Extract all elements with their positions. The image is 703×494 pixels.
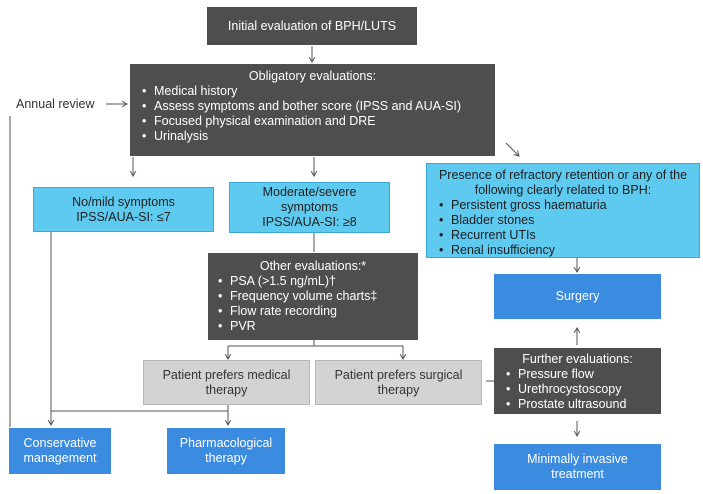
moderate-symptoms-line2: symptoms bbox=[281, 200, 338, 214]
initial-evaluation-text: Initial evaluation of BPH/LUTS bbox=[227, 18, 397, 33]
minimally-invasive-box: Minimally invasive treatment bbox=[494, 444, 661, 490]
conservative-management-text: Conservative management bbox=[23, 436, 97, 465]
surgical-preference-box: Patient prefers surgical therapy bbox=[315, 360, 482, 405]
pharmacological-therapy-text: Pharmacological therapy bbox=[179, 436, 273, 465]
mild-symptoms-line2: IPSS/AUA-SI: ≤7 bbox=[76, 209, 171, 224]
pharmacological-therapy-box: Pharmacological therapy bbox=[167, 428, 285, 474]
obligatory-item: Medical history bbox=[140, 84, 485, 99]
surgery-text: Surgery bbox=[555, 289, 600, 303]
further-list: Pressure flow Urethrocystoscopy Prostate… bbox=[500, 367, 655, 412]
further-item: Prostate ultrasound bbox=[504, 397, 655, 412]
other-item: Frequency volume charts‡ bbox=[216, 289, 410, 304]
refractory-item: Bladder stones bbox=[437, 213, 693, 228]
medical-preference-text: Patient prefers medical therapy bbox=[162, 367, 291, 397]
medical-preference-box: Patient prefers medical therapy bbox=[143, 360, 310, 405]
other-list: PSA (>1.5 ng/mL)† Frequency volume chart… bbox=[216, 274, 410, 334]
moderate-symptoms-box: Moderate/severe symptoms IPSS/AUA-SI: ≥8 bbox=[229, 182, 390, 233]
obligatory-list: Medical history Assess symptoms and both… bbox=[140, 84, 485, 144]
arrow-to-refractory bbox=[505, 142, 520, 157]
further-item: Pressure flow bbox=[504, 367, 655, 382]
obligatory-item: Focused physical examination and DRE bbox=[140, 114, 485, 129]
other-title: Other evaluations:* bbox=[259, 259, 367, 273]
surgery-box: Surgery bbox=[494, 274, 661, 319]
obligatory-item: Assess symptoms and bother score (IPSS a… bbox=[140, 99, 485, 114]
annual-review-label: Annual review bbox=[16, 97, 95, 111]
further-title: Further evaluations: bbox=[522, 352, 633, 366]
minimally-invasive-text: Minimally invasive treatment bbox=[527, 452, 628, 481]
obligatory-item: Urinalysis bbox=[140, 129, 485, 144]
conservative-management-box: Conservative management bbox=[9, 428, 111, 474]
obligatory-evaluations-box: Obligatory evaluations: Medical history … bbox=[130, 64, 495, 156]
further-evaluations-box: Further evaluations: Pressure flow Ureth… bbox=[494, 348, 661, 414]
moderate-symptoms-line3: IPSS/AUA-SI: ≥8 bbox=[262, 215, 357, 229]
refractory-item: Renal insufficiency bbox=[437, 243, 693, 258]
other-item: PSA (>1.5 ng/mL)† bbox=[216, 274, 410, 289]
other-evaluations-box: Other evaluations:* PSA (>1.5 ng/mL)† Fr… bbox=[208, 253, 418, 340]
surgical-preference-text: Patient prefers surgical therapy bbox=[334, 367, 463, 397]
obligatory-title: Obligatory evaluations: bbox=[248, 69, 377, 83]
refractory-retention-box: Presence of refractory retention or any … bbox=[426, 163, 700, 258]
initial-evaluation-box: Initial evaluation of BPH/LUTS bbox=[207, 7, 417, 45]
refractory-item: Recurrent UTIs bbox=[437, 228, 693, 243]
refractory-item: Persistent gross haematuria bbox=[437, 198, 693, 213]
moderate-symptoms-line1: Moderate/severe bbox=[262, 185, 357, 199]
mild-symptoms-line1: No/mild symptoms bbox=[72, 194, 175, 209]
other-item: Flow rate recording bbox=[216, 304, 410, 319]
further-item: Urethrocystoscopy bbox=[504, 382, 655, 397]
refractory-list: Persistent gross haematuria Bladder ston… bbox=[433, 198, 693, 258]
refractory-title: Presence of refractory retention or any … bbox=[438, 168, 688, 197]
mild-symptoms-box: No/mild symptoms IPSS/AUA-SI: ≤7 bbox=[33, 187, 214, 232]
other-item: PVR bbox=[216, 319, 410, 334]
